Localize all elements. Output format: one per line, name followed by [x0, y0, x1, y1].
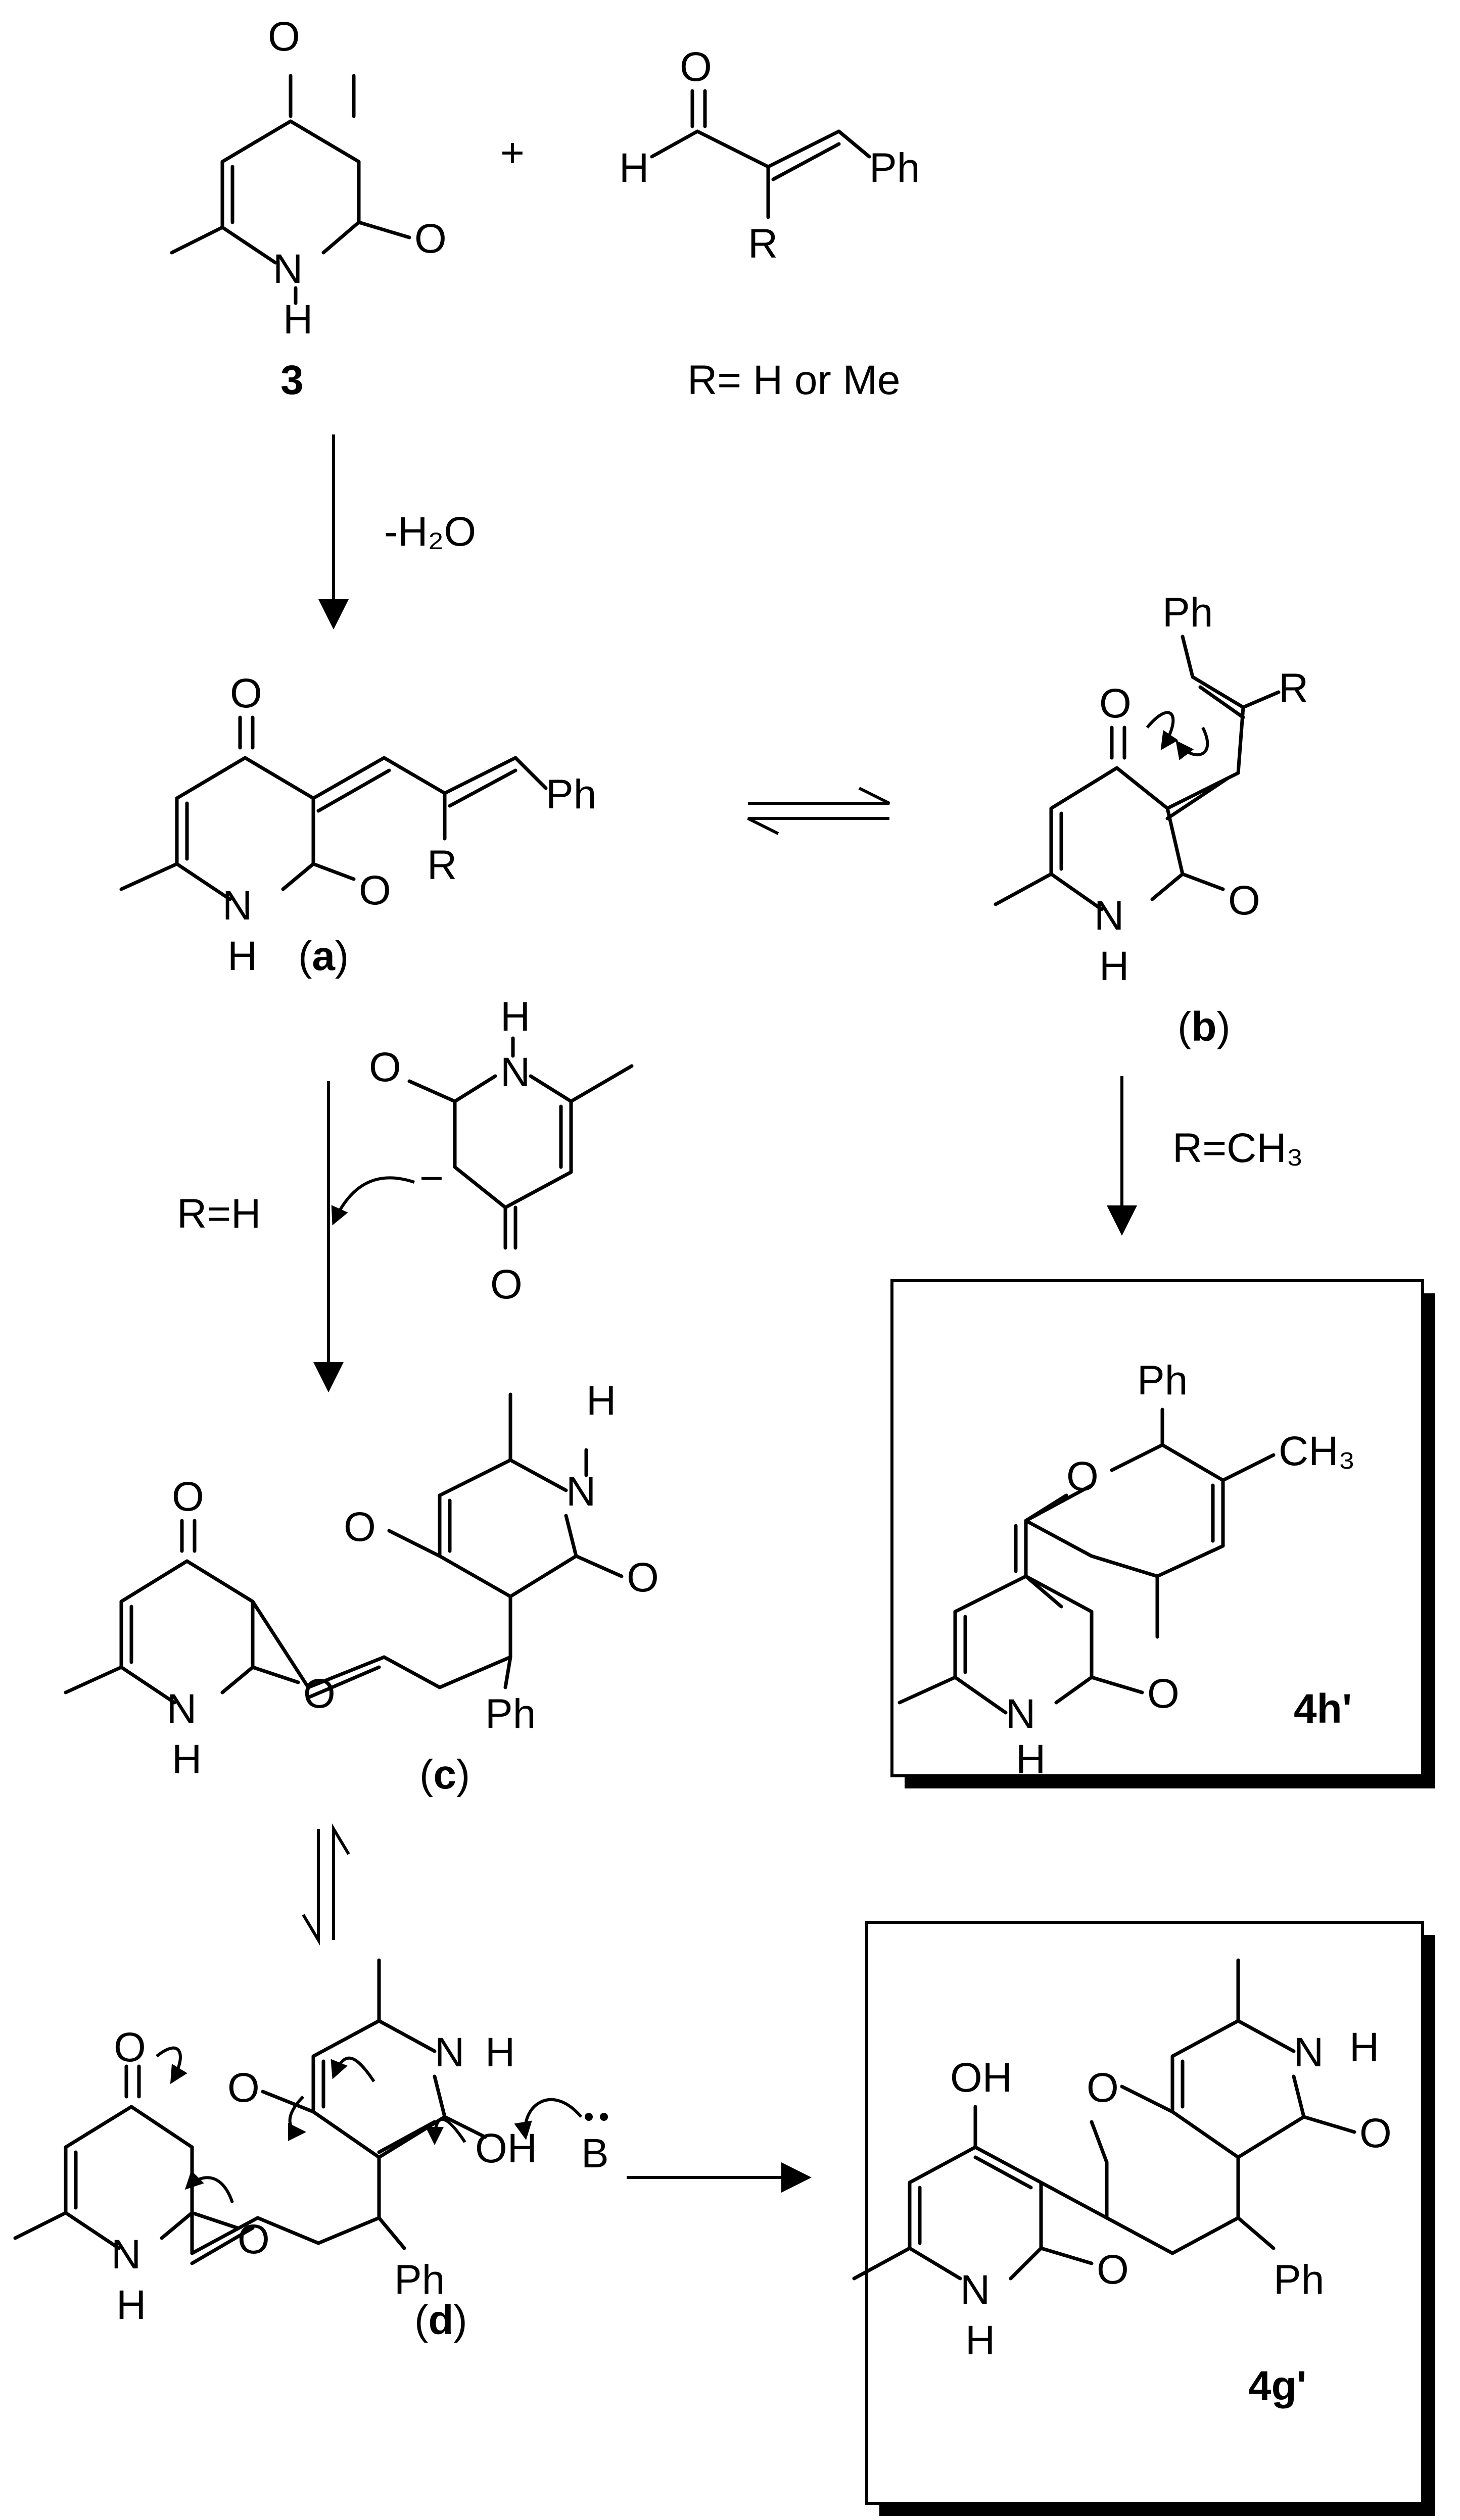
- atom-o: O: [414, 216, 447, 262]
- condition-dehydration: -H₂O: [384, 509, 476, 555]
- compound-3: O O N H 3: [170, 14, 447, 403]
- atom-h: H: [619, 145, 649, 191]
- atom-o: O: [680, 44, 712, 90]
- product-4g-box: N H O O Ph OH O N H 4g': [852, 1921, 1435, 2516]
- atom-n: N: [960, 2267, 990, 2313]
- compound-label-d: (d): [414, 2297, 467, 2343]
- plus-sign: +: [500, 130, 525, 176]
- curly-arrow: [1146, 711, 1179, 750]
- atom-h: H: [1349, 2024, 1379, 2070]
- intermediate-b: Ph R O O N H (b): [994, 590, 1308, 1050]
- atom-n: N: [1094, 893, 1124, 939]
- curly-arrow: [288, 2095, 306, 2141]
- atom-n: N: [273, 246, 303, 292]
- curly-arrow: [156, 2046, 187, 2085]
- compound-label-a: (a): [298, 933, 349, 979]
- intermediate-a: O O N H Ph R (a): [119, 670, 596, 979]
- nucleophile-anion: H N O O −: [331, 994, 634, 1307]
- atom-ch3: CH₃: [1279, 1428, 1355, 1474]
- atom-ph: Ph: [485, 1691, 536, 1737]
- atom-o: O: [238, 2216, 270, 2262]
- compound-label-4h: 4h': [1294, 1686, 1352, 1732]
- curly-arrow: [426, 2118, 466, 2145]
- atom-o: O: [344, 1504, 376, 1550]
- atom-h: H: [1099, 943, 1129, 989]
- atom-r: R: [427, 842, 457, 888]
- atom-ph: Ph: [546, 771, 596, 817]
- condition-r-h: R=H: [177, 1191, 261, 1237]
- atom-n: N: [111, 2232, 141, 2277]
- equilibrium-arrows: [747, 787, 890, 835]
- atom-h: H: [1016, 1736, 1046, 1782]
- curly-arrow: [331, 2056, 375, 2082]
- compound-label-3: 3: [280, 357, 304, 403]
- atom-o: O: [1147, 1671, 1180, 1717]
- atom-n: N: [167, 1686, 197, 1732]
- atom-o: O: [230, 670, 262, 716]
- atom-r: R: [748, 221, 778, 267]
- atom-o: O: [369, 1044, 401, 1090]
- atom-o: O: [490, 1262, 523, 1307]
- cinnamaldehyde-reagent: O H Ph R R= H or Me: [619, 44, 920, 403]
- atom-base: B: [581, 2130, 609, 2176]
- condition-r-ch3: R=CH₃: [1172, 1125, 1303, 1171]
- equilibrium-arrows-vertical: [302, 1823, 350, 1946]
- atom-o: O: [359, 867, 391, 913]
- atom-o: O: [1359, 2110, 1392, 2156]
- curly-arrow: [1175, 726, 1209, 760]
- atom-o: O: [627, 1555, 659, 1601]
- atom-o: O: [1099, 681, 1132, 726]
- compound-label-b: (b): [1178, 1004, 1231, 1050]
- atom-h: H: [172, 1736, 202, 1782]
- atom-ph: Ph: [1162, 590, 1213, 636]
- atom-o: O: [172, 1474, 204, 1520]
- atom-ph: Ph: [869, 145, 920, 191]
- atom-n: N: [435, 2029, 464, 2075]
- atom-oh: OH: [475, 2125, 537, 2171]
- atom-n: N: [222, 883, 252, 929]
- curly-arrow: [331, 1176, 415, 1226]
- atom-o: O: [114, 2024, 146, 2070]
- atom-ph: Ph: [1274, 2257, 1324, 2303]
- atom-h: H: [500, 994, 530, 1040]
- product-4h-box: Ph CH₃ O O N H 4h': [890, 1279, 1435, 1788]
- atom-h: H: [485, 2029, 515, 2075]
- atom-r: R: [1279, 665, 1308, 711]
- compound-label-4g: 4g': [1248, 2363, 1306, 2409]
- atom-h: H: [965, 2317, 995, 2363]
- atom-n: N: [1006, 1691, 1035, 1737]
- atom-o: O: [1066, 1453, 1099, 1499]
- atom-h: H: [283, 297, 313, 343]
- atom-n: N: [566, 1469, 596, 1515]
- atom-o: O: [1097, 2247, 1129, 2293]
- minus-sign: −: [419, 1155, 444, 1201]
- atom-o: O: [1228, 878, 1260, 924]
- atom-h: H: [227, 933, 257, 979]
- compound-label-c: (c): [419, 1752, 470, 1798]
- atom-h: H: [586, 1378, 616, 1424]
- curly-arrow: [514, 2098, 583, 2140]
- atom-ph: Ph: [394, 2257, 445, 2303]
- intermediate-c: N H O O Ph O O N H (c): [64, 1378, 659, 1798]
- atom-o: O: [268, 14, 300, 60]
- r-definition: R= H or Me: [687, 357, 901, 403]
- curly-arrow: [184, 2170, 234, 2203]
- atom-ph: Ph: [1137, 1358, 1188, 1403]
- atom-h: H: [116, 2282, 146, 2328]
- atom-o: O: [1087, 2065, 1119, 2111]
- atom-n: N: [500, 1049, 530, 1095]
- intermediate-d: N H OH O Ph O O N H B (d): [13, 1958, 609, 2343]
- atom-n: N: [1294, 2029, 1324, 2075]
- atom-o: O: [303, 1671, 336, 1717]
- atom-oh: OH: [950, 2055, 1012, 2101]
- atom-o: O: [227, 2065, 260, 2111]
